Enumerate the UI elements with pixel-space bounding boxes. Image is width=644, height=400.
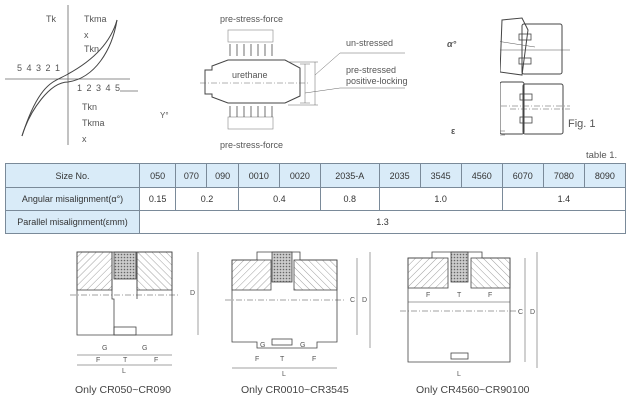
y-axis-label: Tk xyxy=(46,14,56,24)
tkn-label: Tkn xyxy=(84,44,100,54)
d2-f-left: F xyxy=(255,356,260,363)
size-cell: 2035-A xyxy=(319,163,380,188)
angular-value: 0.8 xyxy=(319,187,380,211)
coupling-drawing-1 xyxy=(70,251,199,366)
size-cell: 4560 xyxy=(460,163,503,188)
d2-g-right: G xyxy=(300,342,306,349)
size-cell: 7080 xyxy=(542,163,585,188)
neg-ticks: 5 4 3 2 1 xyxy=(17,63,61,73)
size-cell: 0010 xyxy=(237,163,280,188)
alpha-label: α° xyxy=(447,39,457,49)
tkmax-label: Tkma xyxy=(84,14,107,24)
size-cell: 8090 xyxy=(583,163,627,188)
d3-c: C xyxy=(518,309,524,316)
torque-curve-upper xyxy=(21,19,118,137)
d1-t: T xyxy=(123,357,128,364)
d2-f-right: F xyxy=(312,356,317,363)
size-cell: 070 xyxy=(175,163,208,188)
coupling-drawings xyxy=(70,251,538,369)
d2-c: C xyxy=(350,297,356,304)
coupling-drawing-3 xyxy=(400,251,538,368)
size-cell: 090 xyxy=(206,163,239,188)
d3-f-right: F xyxy=(488,292,493,299)
d1-g-left: G xyxy=(102,345,108,352)
torque-graph xyxy=(5,5,138,145)
angular-label: Angular misalignment(α°) xyxy=(5,187,140,211)
urethane-element xyxy=(204,59,301,104)
d1-l-label: L xyxy=(122,368,126,375)
coupling-drawing-2 xyxy=(225,251,371,369)
top-force-label: pre-stress-force xyxy=(220,14,284,24)
d1-f-right: F xyxy=(154,357,159,364)
parallel-row: Parallel misalignment(εmm) 1.3 xyxy=(5,210,626,234)
d3-f-left: F xyxy=(426,292,431,299)
tkn-neg-label: Tkn xyxy=(82,102,98,112)
misalignment-figure xyxy=(500,17,570,136)
d3-t: T xyxy=(457,292,462,299)
d1-d: D xyxy=(190,290,196,297)
figure-caption: Fig. 1 xyxy=(568,118,596,130)
parallel-value: 1.3 xyxy=(139,210,626,234)
d3-l: L xyxy=(457,371,461,378)
angular-value: 1.4 xyxy=(501,187,627,211)
force-arrows xyxy=(229,44,273,117)
tkmax-x-label: x xyxy=(84,30,89,40)
tkmax-neg-x-label: x xyxy=(82,134,87,144)
d2-l-label: L xyxy=(282,371,286,378)
angular-value: 0.15 xyxy=(138,187,177,211)
d3-d: D xyxy=(530,309,536,316)
size-cell: 6070 xyxy=(501,163,544,188)
epsilon-label: ε xyxy=(451,126,456,136)
angular-value: 0.2 xyxy=(175,187,239,211)
size-cell: 2035 xyxy=(378,163,421,188)
drawing-caption-3: Only CR4560~CR90100 xyxy=(416,384,530,396)
parallel-label: Parallel misalignment(εmm) xyxy=(5,210,140,234)
urethane-stress-diagram xyxy=(200,29,405,130)
d1-g-right: G xyxy=(142,345,148,352)
d2-g-left: G xyxy=(260,342,266,349)
bottom-force-label: pre-stress-force xyxy=(220,140,284,150)
pos-ticks: 1 2 3 4 5 xyxy=(77,83,121,93)
angular-value: 1.0 xyxy=(378,187,503,211)
angular-value: 0.4 xyxy=(237,187,321,211)
d2-d: D xyxy=(362,297,368,304)
drawing-caption-1: Only CR050~CR090 xyxy=(75,384,172,396)
urethane-label: urethane xyxy=(232,70,268,80)
torque-curve-lower xyxy=(21,19,118,137)
unstressed-label: un-stressed xyxy=(346,38,394,48)
positive-locking-label: positive-locking xyxy=(346,76,408,86)
prestressed-label: pre-stressed xyxy=(346,65,397,75)
table-caption: table 1. xyxy=(586,150,618,161)
d2-t: T xyxy=(280,356,285,363)
size-cell: 050 xyxy=(138,163,177,188)
size-header: Size No. xyxy=(5,163,140,188)
drawing-caption-2: Only CR0010~CR3545 xyxy=(241,384,349,396)
size-cell: 0020 xyxy=(278,163,321,188)
size-cell: 3545 xyxy=(419,163,462,188)
tkmax-neg-label: Tkma xyxy=(82,118,105,128)
d1-f-left: F xyxy=(96,357,101,364)
x-axis-label: Y° xyxy=(160,111,169,120)
